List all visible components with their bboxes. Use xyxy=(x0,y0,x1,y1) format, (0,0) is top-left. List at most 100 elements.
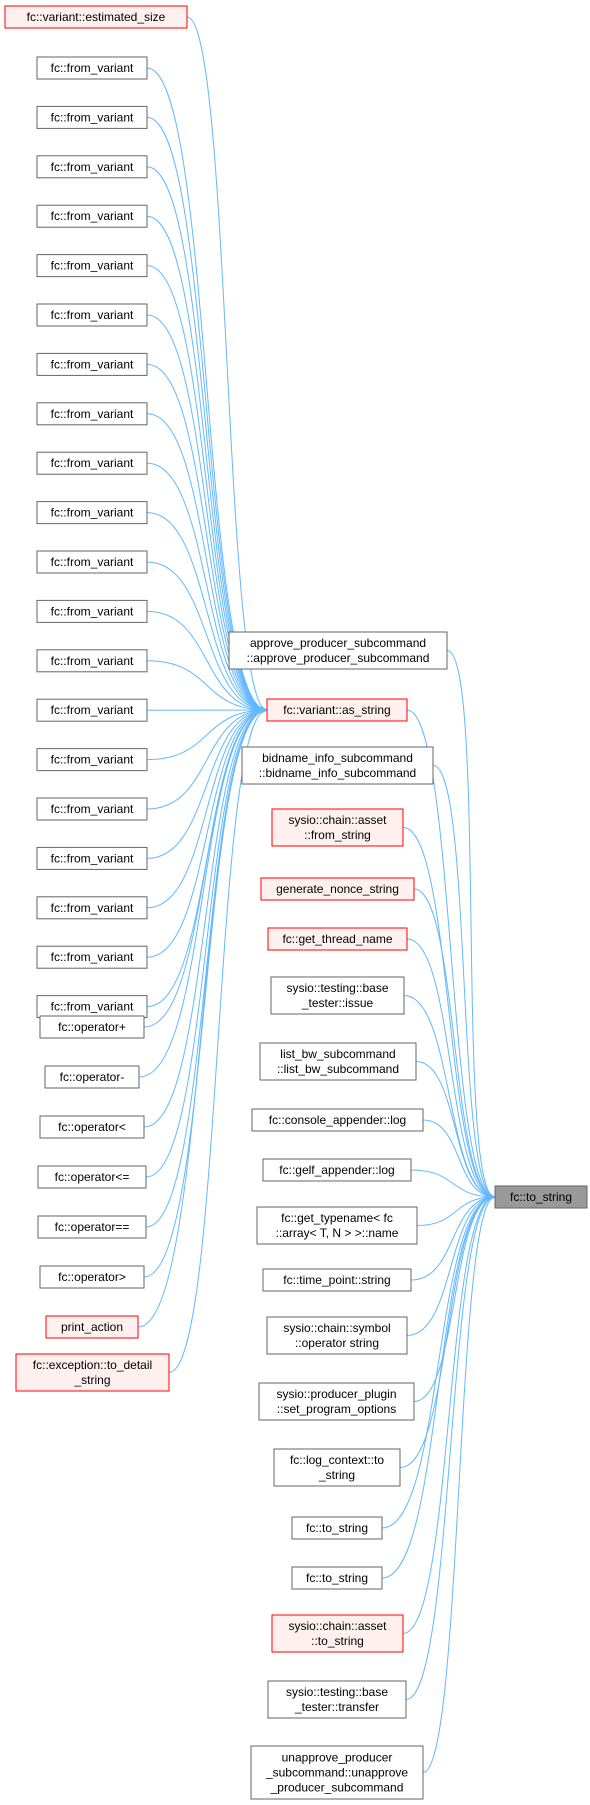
node-box[interactable] xyxy=(241,746,434,785)
node-box[interactable] xyxy=(4,5,188,29)
node-box[interactable] xyxy=(267,1680,407,1719)
node-box[interactable] xyxy=(228,631,448,670)
node-box[interactable] xyxy=(36,254,148,278)
node-box[interactable] xyxy=(36,846,148,870)
node-box[interactable] xyxy=(36,105,148,129)
node-fc-operator[interactable]: fc::operator> xyxy=(39,1265,145,1289)
node-box[interactable] xyxy=(36,303,148,327)
node-box[interactable] xyxy=(44,1065,140,1089)
node-box[interactable] xyxy=(36,451,148,475)
node-box[interactable] xyxy=(271,1614,404,1653)
node-fc-from-variant[interactable]: fc::from_variant xyxy=(36,797,148,821)
node-box[interactable] xyxy=(37,1215,147,1239)
edge xyxy=(415,1061,496,1201)
node-box[interactable] xyxy=(251,1108,424,1132)
node-box[interactable] xyxy=(36,797,148,821)
node-fc-to-string[interactable]: fc::to_string xyxy=(291,1516,383,1540)
node-box[interactable] xyxy=(15,1353,170,1392)
node-fc-to-string[interactable]: fc::to_string xyxy=(291,1566,383,1590)
node-box[interactable] xyxy=(36,550,148,574)
node-sysio-chain-symbol-operator-string[interactable]: sysio::chain::symbol::operator string xyxy=(266,1316,408,1355)
node-box[interactable] xyxy=(45,1315,139,1339)
node-fc-operator[interactable]: fc::operator<= xyxy=(37,1165,147,1189)
node-fc-from-variant[interactable]: fc::from_variant xyxy=(36,451,148,475)
node-box[interactable] xyxy=(36,501,148,525)
node-box[interactable] xyxy=(37,1165,147,1189)
node-fc-from-variant[interactable]: fc::from_variant xyxy=(36,402,148,426)
node-sysio-chain-asset-from-string[interactable]: sysio::chain::asset::from_string xyxy=(271,808,404,847)
node-box[interactable] xyxy=(36,155,148,179)
node-print-action[interactable]: print_action xyxy=(45,1315,139,1339)
node-box[interactable] xyxy=(291,1566,383,1590)
node-box[interactable] xyxy=(39,1115,145,1139)
node-box[interactable] xyxy=(259,1042,417,1081)
node-fc-from-variant[interactable]: fc::from_variant xyxy=(36,254,148,278)
node-fc-from-variant[interactable]: fc::from_variant xyxy=(36,56,148,80)
node-fc-from-variant[interactable]: fc::from_variant xyxy=(36,352,148,376)
node-box[interactable] xyxy=(36,204,148,228)
node-box[interactable] xyxy=(271,808,404,847)
node-box[interactable] xyxy=(267,927,408,951)
node-fc-from-variant[interactable]: fc::from_variant xyxy=(36,501,148,525)
node-box[interactable] xyxy=(36,698,148,722)
node-sysio-producer-plugin-set-program-options[interactable]: sysio::producer_plugin::set_program_opti… xyxy=(258,1382,415,1421)
node-fc-get-thread-name[interactable]: fc::get_thread_name xyxy=(267,927,408,951)
node-fc-from-variant[interactable]: fc::from_variant xyxy=(36,945,148,969)
node-box[interactable] xyxy=(262,1158,412,1182)
node-sysio-chain-asset-to-string[interactable]: sysio::chain::asset::to_string xyxy=(271,1614,404,1653)
node-box[interactable] xyxy=(39,1265,145,1289)
node-fc-from-variant[interactable]: fc::from_variant xyxy=(36,748,148,772)
node-list-bw-subcommand-list-bw-subcommand[interactable]: list_bw_subcommand::list_bw_subcommand xyxy=(259,1042,417,1081)
node-approve-producer-subcommand-approve-producer-subcommand[interactable]: approve_producer_subcommand::approve_pro… xyxy=(228,631,448,670)
node-fc-from-variant[interactable]: fc::from_variant xyxy=(36,599,148,623)
node-fc-console-appender-log[interactable]: fc::console_appender::log xyxy=(251,1108,424,1132)
node-box[interactable] xyxy=(36,352,148,376)
node-fc-variant-estimated-size[interactable]: fc::variant::estimated_size xyxy=(4,5,188,29)
node-sysio-testing-base-tester-transfer[interactable]: sysio::testing::base_tester::transfer xyxy=(267,1680,407,1719)
node-sysio-testing-base-tester-issue[interactable]: sysio::testing::base_tester::issue xyxy=(270,976,405,1015)
node-fc-from-variant[interactable]: fc::from_variant xyxy=(36,204,148,228)
node-box[interactable] xyxy=(36,56,148,80)
node-fc-log-context-to-string[interactable]: fc::log_context::to_string xyxy=(273,1448,401,1487)
node-box[interactable] xyxy=(36,599,148,623)
node-fc-from-variant[interactable]: fc::from_variant xyxy=(36,155,148,179)
node-box[interactable] xyxy=(260,877,415,901)
node-box[interactable] xyxy=(36,402,148,426)
node-fc-get-typename-fc-array-t-n-name[interactable]: fc::get_typename< fc::array< T, N > >::n… xyxy=(256,1206,418,1245)
node-fc-from-variant[interactable]: fc::from_variant xyxy=(36,303,148,327)
node-box[interactable] xyxy=(36,649,148,673)
node-fc-time-point-string[interactable]: fc::time_point::string xyxy=(262,1268,412,1292)
node-fc-operator[interactable]: fc::operator< xyxy=(39,1115,145,1139)
node-fc-from-variant[interactable]: fc::from_variant xyxy=(36,896,148,920)
node-box[interactable] xyxy=(39,1015,145,1039)
node-unapprove-producer-subcommand-unapprove-producer-subcommand[interactable]: unapprove_producer_subcommand::unapprove… xyxy=(250,1745,424,1800)
node-fc-operator[interactable]: fc::operator+ xyxy=(39,1015,145,1039)
node-fc-from-variant[interactable]: fc::from_variant xyxy=(36,550,148,574)
node-box[interactable] xyxy=(262,1268,412,1292)
node-fc-from-variant[interactable]: fc::from_variant xyxy=(36,698,148,722)
edge-estimated_size-to-as_string xyxy=(186,16,268,714)
node-fc-from-variant[interactable]: fc::from_variant xyxy=(36,649,148,673)
node-fc-gelf-appender-log[interactable]: fc::gelf_appender::log xyxy=(262,1158,412,1182)
node-fc-operator[interactable]: fc::operator- xyxy=(44,1065,140,1089)
node-fc-exception-to-detail-string[interactable]: fc::exception::to_detail_string xyxy=(15,1353,170,1392)
node-box[interactable] xyxy=(270,976,405,1015)
node-fc-operator[interactable]: fc::operator== xyxy=(37,1215,147,1239)
node-box[interactable] xyxy=(36,748,148,772)
node-box[interactable] xyxy=(250,1745,424,1800)
node-fc-from-variant[interactable]: fc::from_variant xyxy=(36,995,148,1019)
node-generate-nonce-string[interactable]: generate_nonce_string xyxy=(260,877,415,901)
node-fc-from-variant[interactable]: fc::from_variant xyxy=(36,846,148,870)
node-box[interactable] xyxy=(256,1206,418,1245)
node-label: sysio::chain::asset xyxy=(288,813,387,827)
node-box[interactable] xyxy=(36,896,148,920)
node-fc-from-variant[interactable]: fc::from_variant xyxy=(36,105,148,129)
node-box[interactable] xyxy=(266,1316,408,1355)
node-box[interactable] xyxy=(273,1448,401,1487)
node-box[interactable] xyxy=(258,1382,415,1421)
node-fc-variant-as-string[interactable]: fc::variant::as_string xyxy=(266,698,408,722)
node-box[interactable] xyxy=(291,1516,383,1540)
node-box[interactable] xyxy=(266,698,408,722)
node-box[interactable] xyxy=(36,945,148,969)
node-bidname-info-subcommand-bidname-info-subcommand[interactable]: bidname_info_subcommand::bidname_info_su… xyxy=(241,746,434,785)
